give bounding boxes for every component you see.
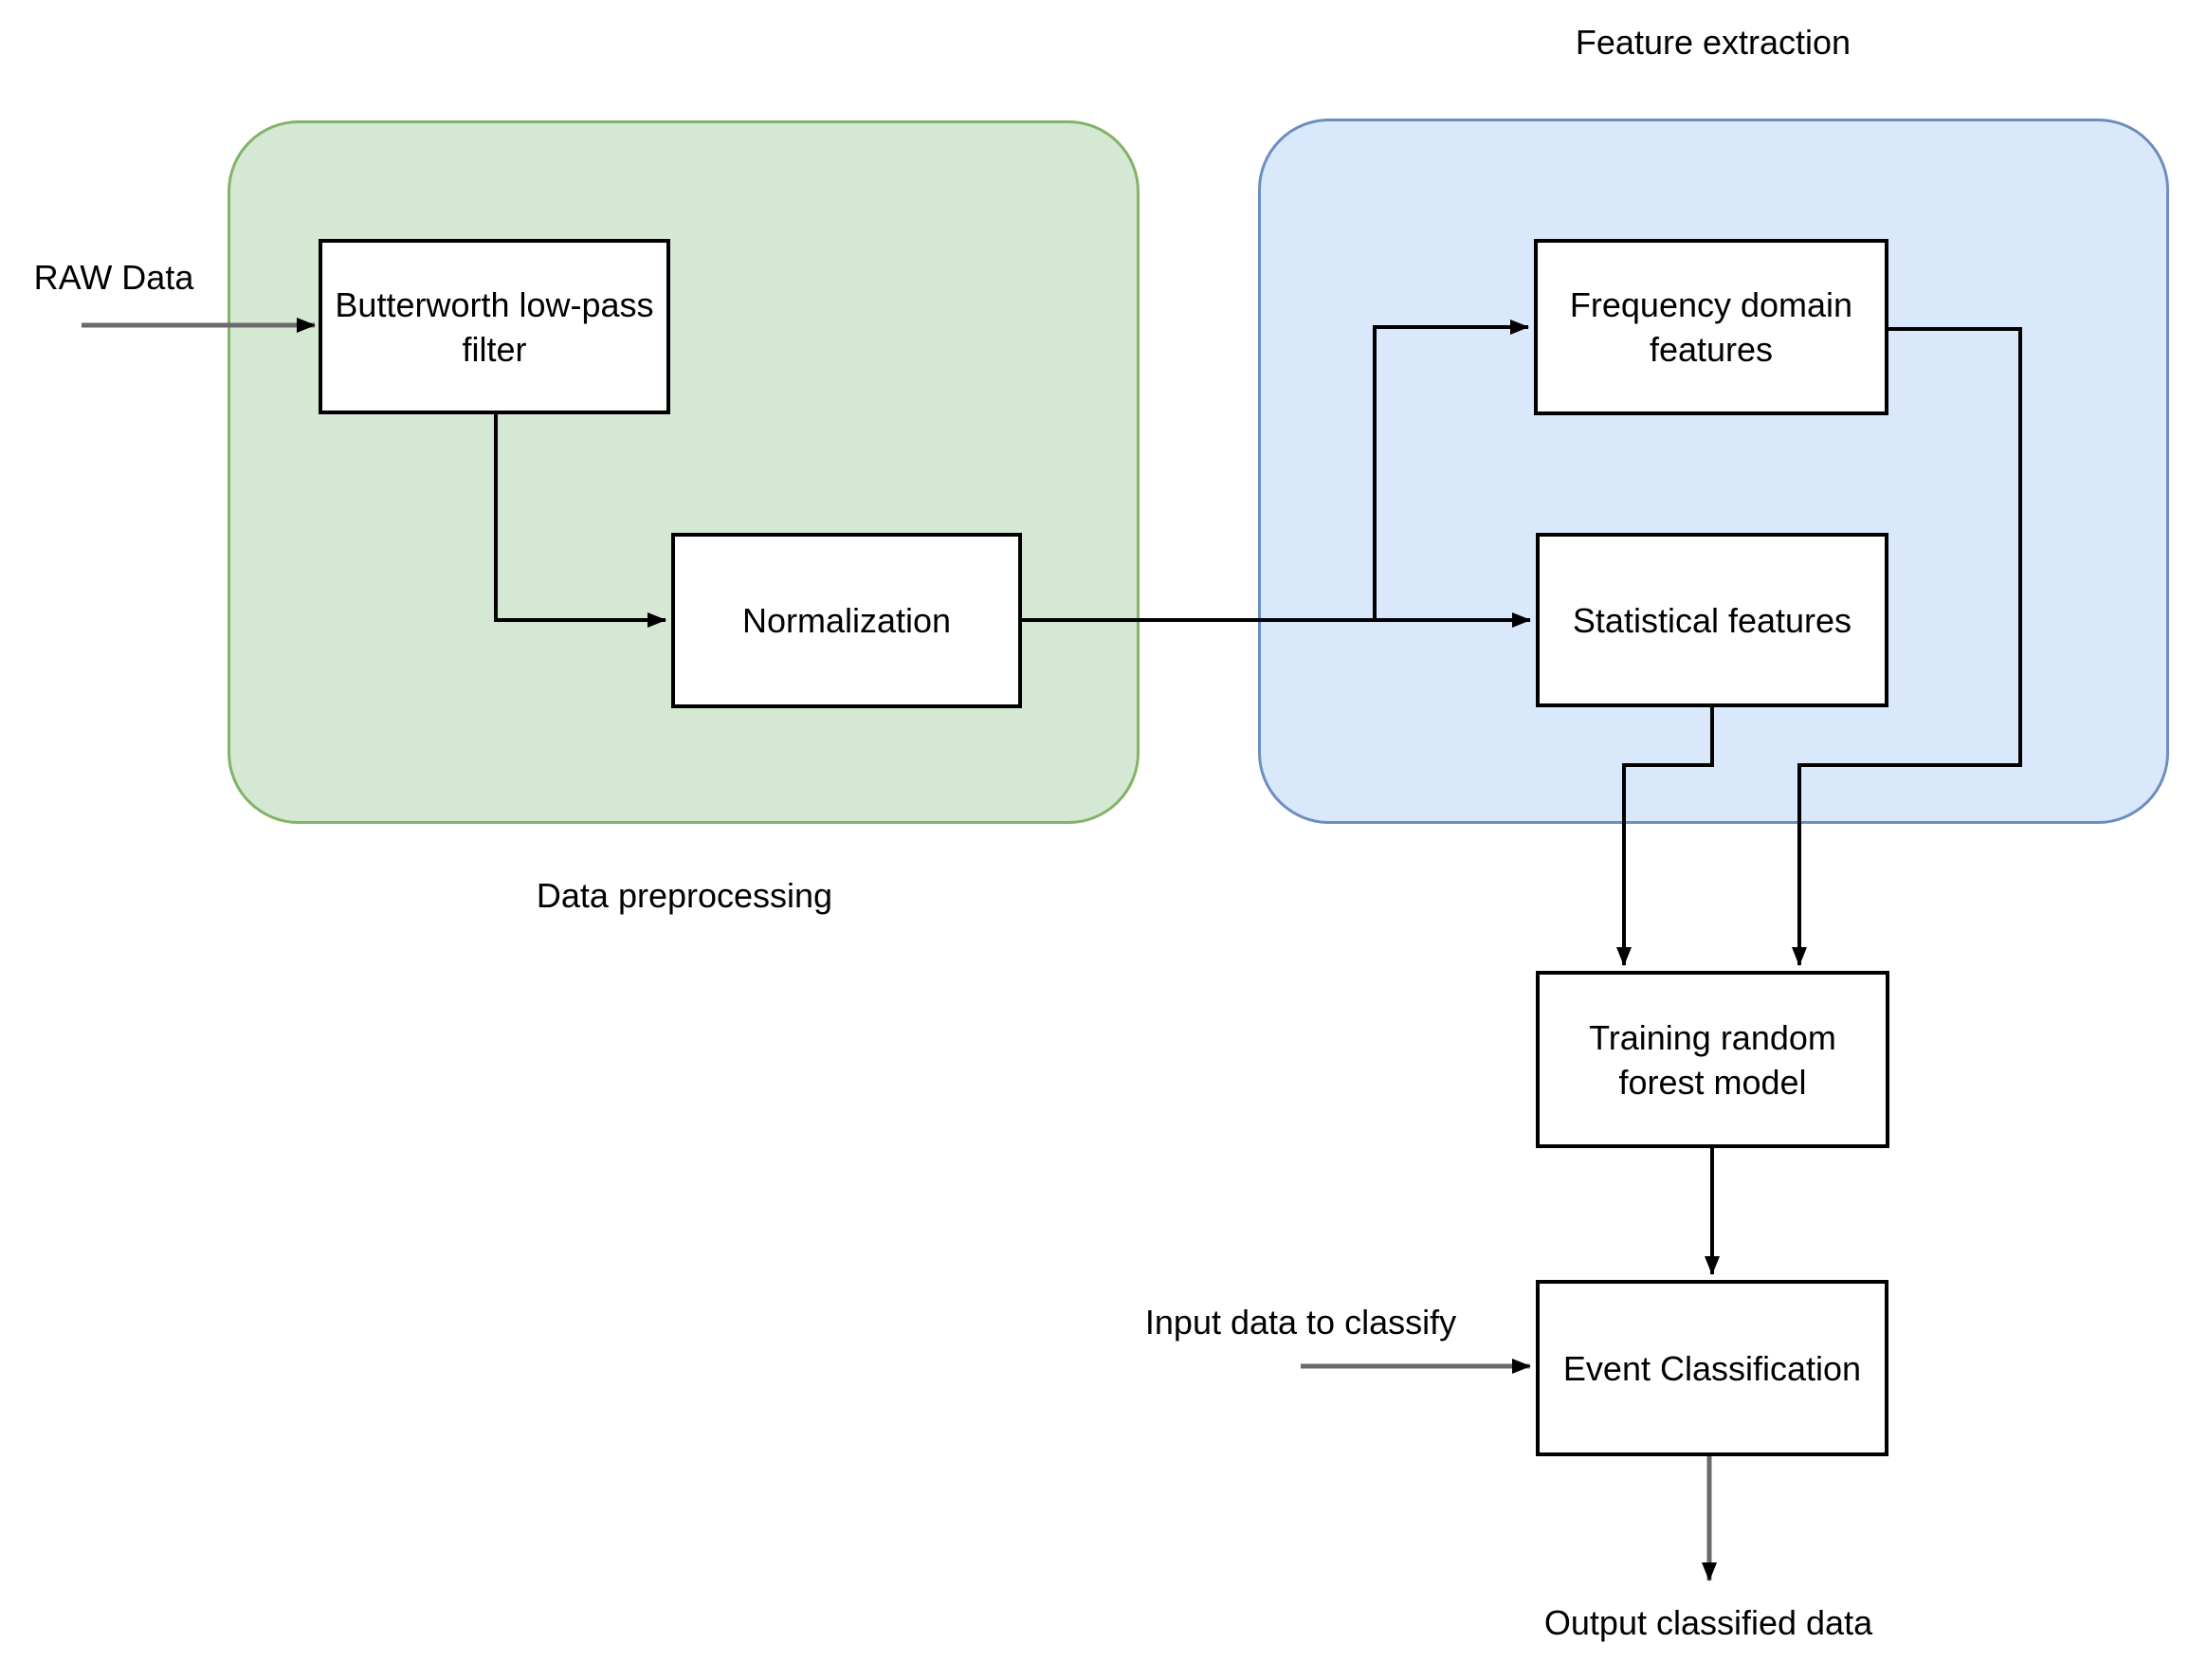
node-training-random-forest: Training random forest model — [1536, 971, 1889, 1148]
node-normalization: Normalization — [671, 533, 1022, 708]
label-output-classified-data: Output classified data — [1543, 1603, 1873, 1642]
edge-butterworth-to-normalization — [494, 414, 666, 628]
node-frequency-label: Frequency domain features — [1569, 285, 1853, 369]
label-feature-extraction: Feature extraction — [1575, 23, 1852, 62]
node-event-classification: Event Classification — [1536, 1280, 1888, 1456]
node-statistical-features: Statistical features — [1536, 533, 1888, 707]
edge-normalization-to-frequency — [1373, 320, 1529, 620]
label-raw-data: RAW Data — [33, 258, 194, 297]
edge-statistical-to-training — [1616, 707, 1714, 966]
label-data-preprocessing: Data preprocessing — [536, 876, 833, 915]
node-butterworth-label: Butterworth low-pass filter — [335, 284, 654, 369]
label-input-data-to-classify: Input data to classify — [1144, 1303, 1457, 1342]
node-training-label: Training random forest model — [1589, 1017, 1836, 1102]
node-frequency-domain-features: Frequency domain features — [1534, 239, 1888, 415]
node-event-label: Event Classification — [1562, 1348, 1862, 1388]
node-normalization-label: Normalization — [741, 601, 952, 640]
node-butterworth-filter: Butterworth low-pass filter — [319, 239, 670, 414]
edge-frequency-to-training — [1792, 327, 2022, 966]
node-statistical-label: Statistical features — [1572, 600, 1852, 640]
